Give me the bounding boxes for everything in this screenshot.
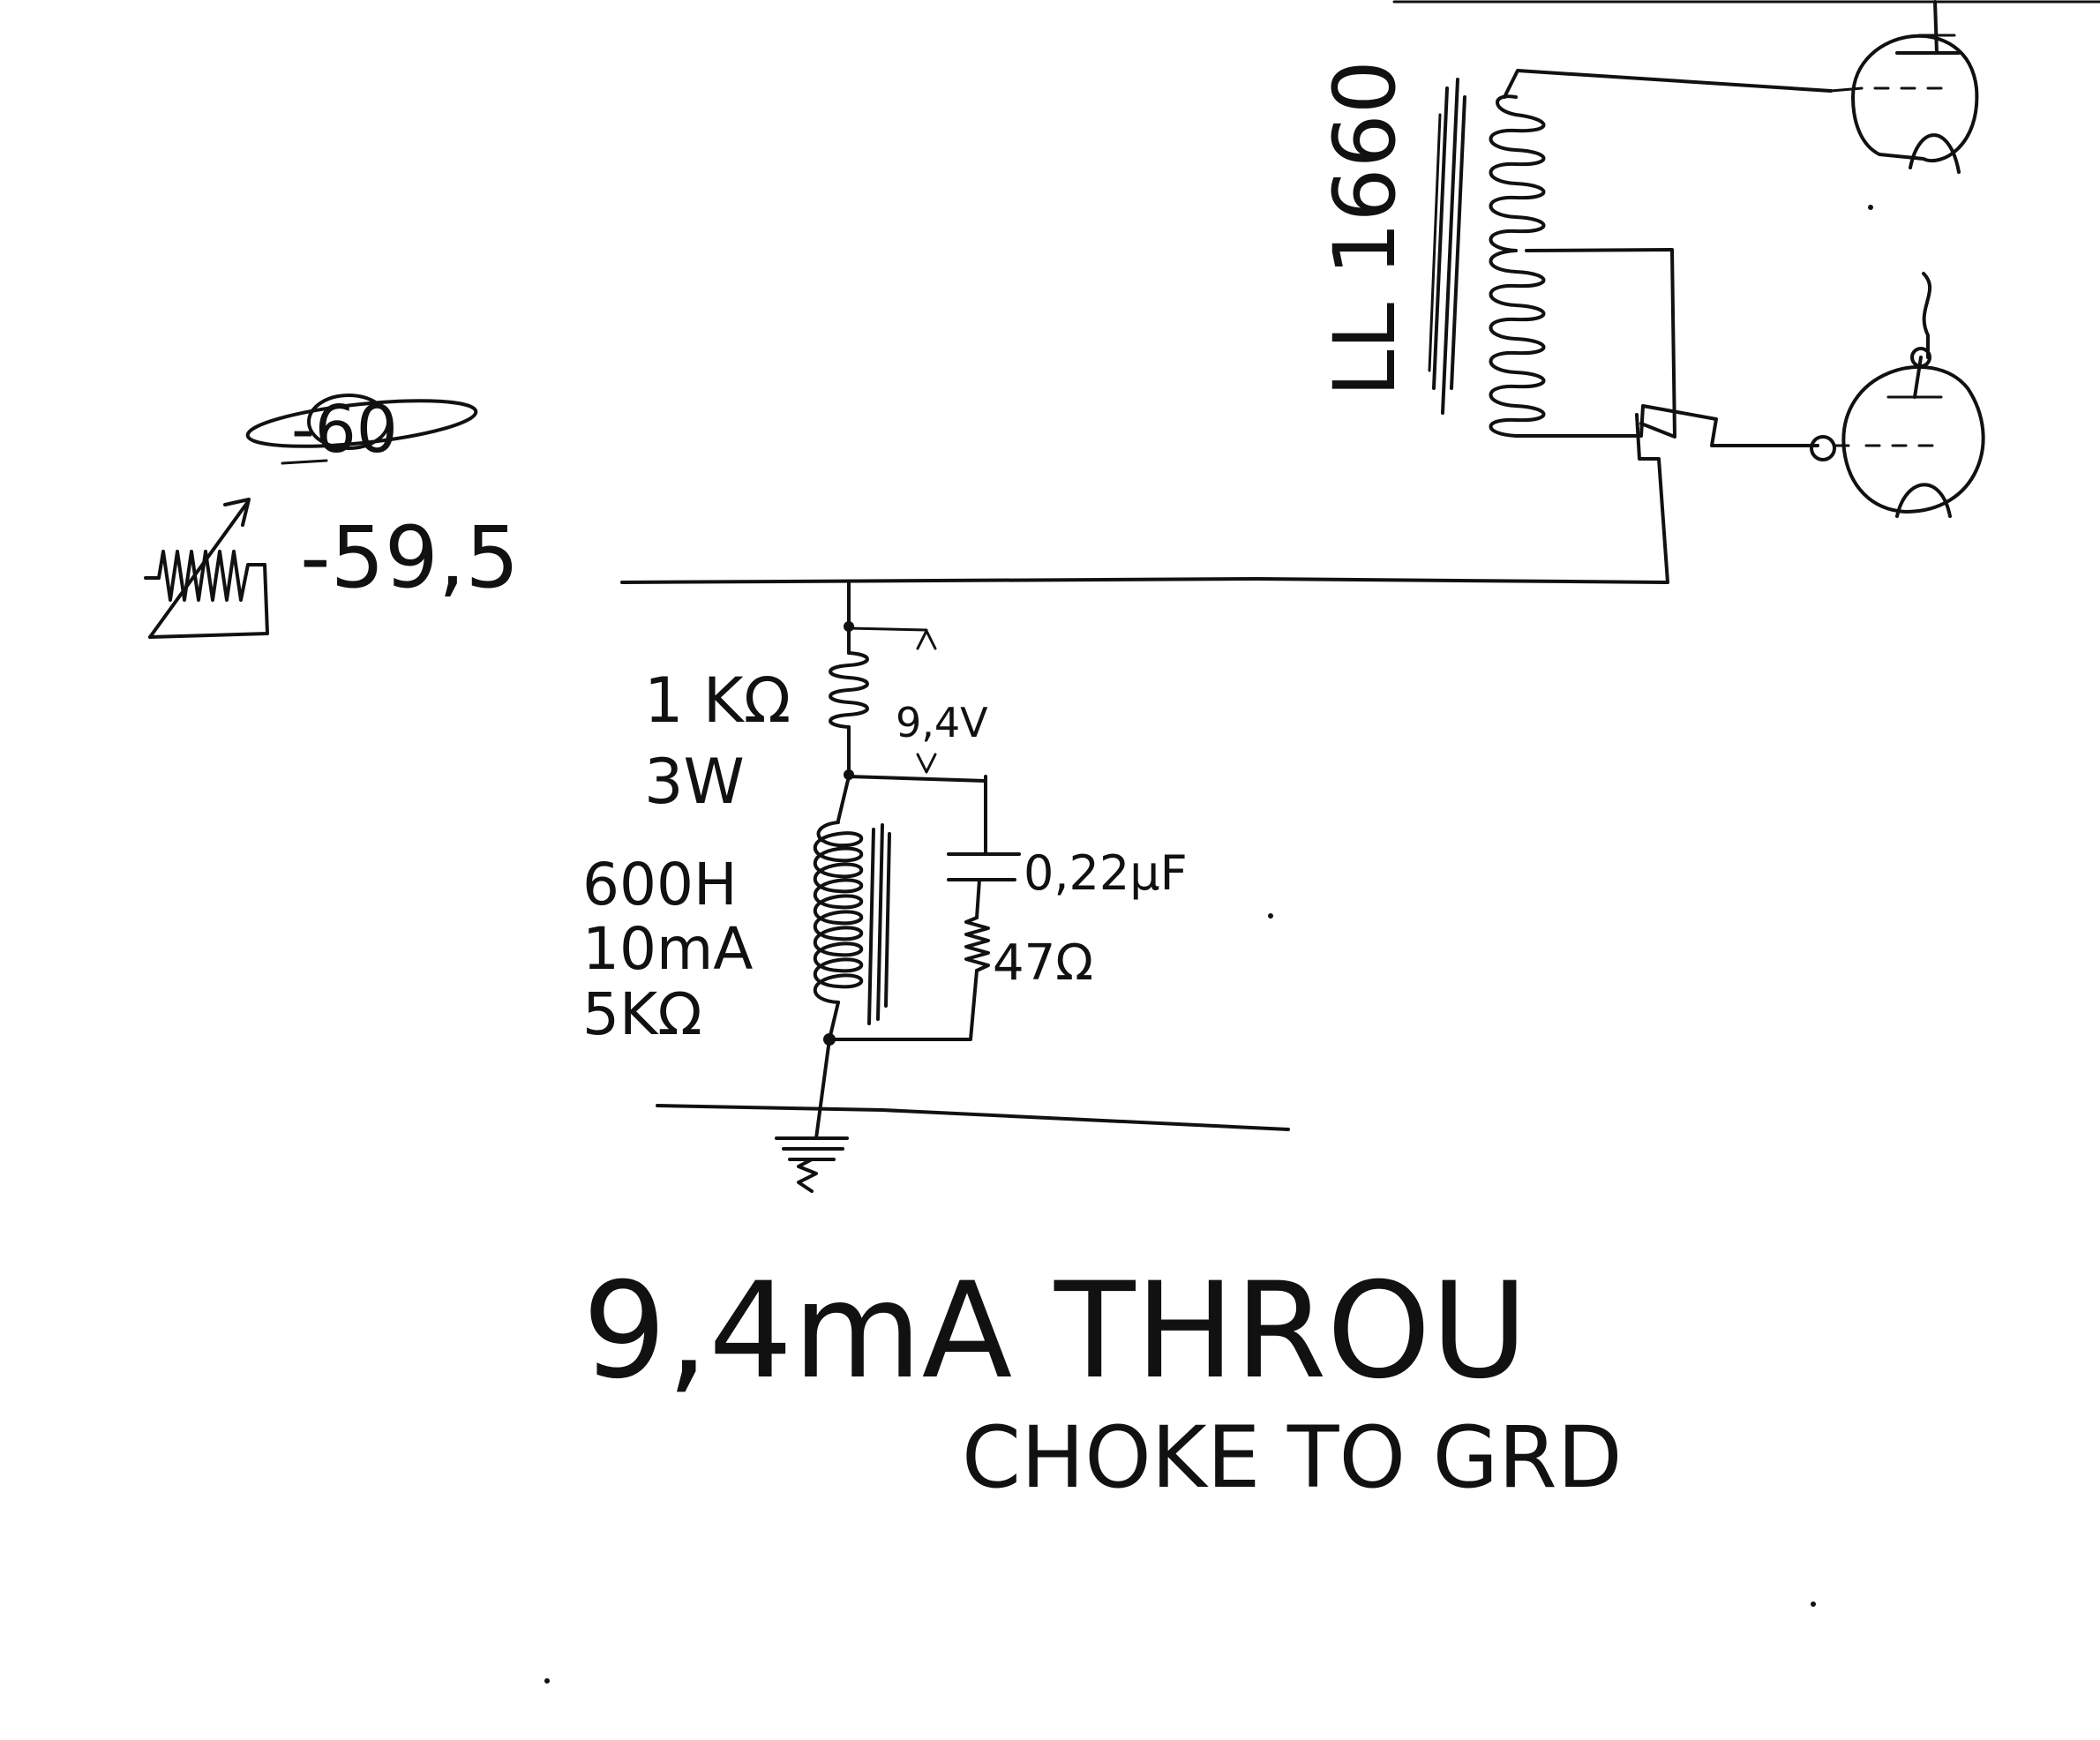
resistor-47ohm [828, 916, 990, 1041]
snubber-resistor-label: 47Ω [993, 934, 1093, 992]
stray-speck [1268, 913, 1273, 919]
interstage-transformer-icon [1428, 69, 1833, 584]
stray-speck [544, 1678, 550, 1684]
current-note-line1: 9,4mA THROU [582, 1255, 1527, 1408]
transformer-model-label: LL 1660 [1316, 60, 1414, 397]
bias-voltage-label: -59,5 [300, 508, 519, 607]
resistor-1k [829, 581, 869, 780]
stray-speck [1868, 205, 1873, 210]
triode-tube-icon-2 [1810, 272, 1985, 518]
bias-wire [620, 577, 1668, 584]
capacitor-value-label: 0,22µF [1024, 845, 1188, 901]
capacitor-022uf [947, 775, 1021, 919]
current-note-line2: CHOKE TO GRD [962, 1408, 1623, 1507]
choke-600h [813, 775, 891, 1046]
bias-source-icon [144, 498, 269, 639]
voltmeter-marks: 9,4V [847, 626, 988, 774]
resistor-drop-label: 9,4V [896, 699, 988, 746]
resistor-value-label: 1 KΩ [644, 664, 791, 737]
ground-icon [656, 1038, 1290, 1193]
stray-speck [1811, 1601, 1816, 1607]
resistor-power-label: 3W [644, 746, 745, 818]
choke-inductance-label: 600H [582, 851, 738, 919]
cap-branch-top-wire [847, 775, 987, 856]
triode-tube-icon [1829, 0, 1979, 174]
choke-resistance-label: 5KΩ [582, 980, 702, 1048]
choke-current-label: 10mA [582, 915, 753, 983]
crossed-out-value: -60 [245, 392, 478, 468]
